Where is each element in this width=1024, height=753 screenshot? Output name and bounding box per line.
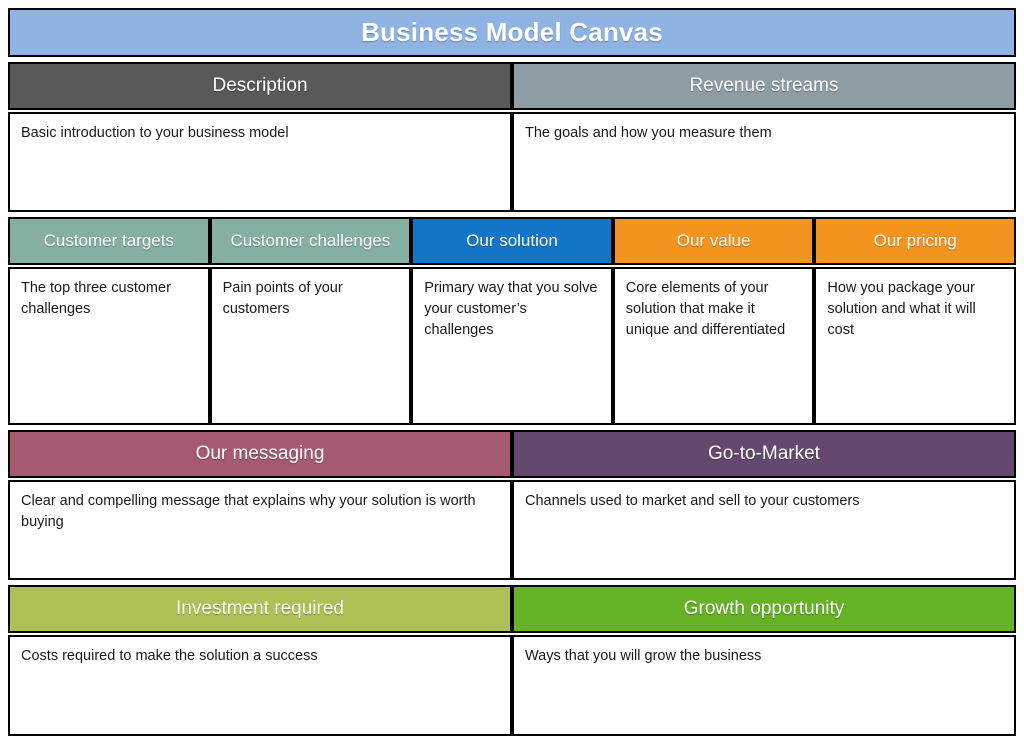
header-our-pricing[interactable]: Our pricing bbox=[814, 217, 1016, 265]
row-overview-bodies: Basic introduction to your business mode… bbox=[8, 112, 1016, 212]
header-our-value[interactable]: Our value bbox=[612, 217, 815, 265]
row-solution-bodies: The top three customer challenges Pain p… bbox=[8, 267, 1016, 425]
row-solution-headers: Customer targets Customer challenges Our… bbox=[8, 217, 1016, 265]
body-our-messaging[interactable]: Clear and compelling message that explai… bbox=[8, 480, 512, 580]
body-growth-opportunity[interactable]: Ways that you will grow the business bbox=[512, 635, 1016, 736]
body-customer-challenges[interactable]: Pain points of your customers bbox=[209, 267, 412, 425]
header-investment-required[interactable]: Investment required bbox=[8, 585, 512, 633]
header-our-solution[interactable]: Our solution bbox=[411, 217, 613, 265]
body-customer-targets[interactable]: The top three customer challenges bbox=[8, 267, 210, 425]
body-our-pricing[interactable]: How you package your solution and what i… bbox=[814, 267, 1016, 425]
body-our-value[interactable]: Core elements of your solution that make… bbox=[612, 267, 815, 425]
header-growth-opportunity[interactable]: Growth opportunity bbox=[512, 585, 1016, 633]
header-customer-targets[interactable]: Customer targets bbox=[8, 217, 210, 265]
header-revenue-streams[interactable]: Revenue streams bbox=[512, 62, 1016, 110]
canvas-title: Business Model Canvas bbox=[8, 8, 1016, 57]
row-growth-headers: Investment required Growth opportunity bbox=[8, 585, 1016, 633]
header-customer-challenges[interactable]: Customer challenges bbox=[209, 217, 412, 265]
body-investment-required[interactable]: Costs required to make the solution a su… bbox=[8, 635, 512, 736]
header-go-to-market[interactable]: Go-to-Market bbox=[512, 430, 1016, 478]
body-revenue-streams[interactable]: The goals and how you measure them bbox=[512, 112, 1016, 212]
row-market-bodies: Clear and compelling message that explai… bbox=[8, 480, 1016, 580]
body-our-solution[interactable]: Primary way that you solve your customer… bbox=[411, 267, 613, 425]
row-overview-headers: Description Revenue streams bbox=[8, 62, 1016, 110]
row-market-headers: Our messaging Go-to-Market bbox=[8, 430, 1016, 478]
header-description[interactable]: Description bbox=[8, 62, 512, 110]
header-our-messaging[interactable]: Our messaging bbox=[8, 430, 512, 478]
row-growth-bodies: Costs required to make the solution a su… bbox=[8, 635, 1016, 736]
body-description[interactable]: Basic introduction to your business mode… bbox=[8, 112, 512, 212]
body-go-to-market[interactable]: Channels used to market and sell to your… bbox=[512, 480, 1016, 580]
